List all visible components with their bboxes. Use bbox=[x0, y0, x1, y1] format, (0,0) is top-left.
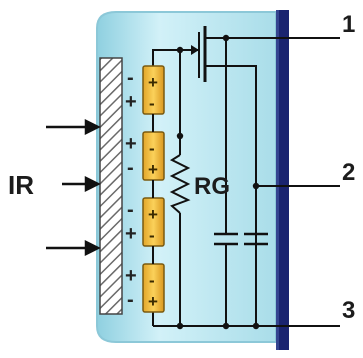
cell-3-polarity-bottom: + bbox=[125, 223, 137, 245]
ir-arrows bbox=[46, 118, 101, 257]
cell-2-polarity-bottom: - bbox=[127, 157, 134, 179]
pin-1-label: 1 bbox=[342, 11, 355, 38]
cell-4-polarity-top: + bbox=[125, 265, 137, 287]
cell-3-polarity-top: - bbox=[127, 199, 134, 221]
pin-2-label: 2 bbox=[342, 159, 355, 186]
pyro-cell-stack bbox=[142, 65, 165, 313]
sensor-housing bbox=[96, 11, 277, 343]
cell-4-polarity-bottom: - bbox=[127, 289, 134, 311]
cell-4-mark-top: - bbox=[149, 271, 155, 290]
cell-2-mark-top: - bbox=[149, 139, 155, 158]
ir-window bbox=[99, 57, 123, 315]
cell-4-mark-bottom: + bbox=[148, 292, 158, 311]
cell-1-mark-top: + bbox=[148, 73, 158, 92]
cell-1-polarity-top: - bbox=[127, 67, 134, 89]
resistor-rg bbox=[169, 154, 191, 214]
pin-3-label: 3 bbox=[342, 297, 355, 324]
cell-internal-marks: + - - + + - - + bbox=[148, 73, 158, 311]
ir-label: IR bbox=[8, 170, 34, 200]
cell-3-mark-top: + bbox=[148, 205, 158, 224]
polarity-labels: - + + - - + + - bbox=[125, 67, 137, 311]
cell-2-polarity-top: + bbox=[125, 133, 137, 155]
cell-3-mark-bottom: - bbox=[149, 226, 155, 245]
cell-1-polarity-bottom: + bbox=[125, 91, 137, 113]
cell-2-mark-bottom: + bbox=[148, 160, 158, 179]
fet-arrow bbox=[191, 45, 199, 55]
capacitor-1 bbox=[214, 232, 238, 246]
rg-label: RG bbox=[194, 173, 230, 200]
back-plate bbox=[276, 10, 289, 350]
cell-1-mark-bottom: - bbox=[149, 94, 155, 113]
